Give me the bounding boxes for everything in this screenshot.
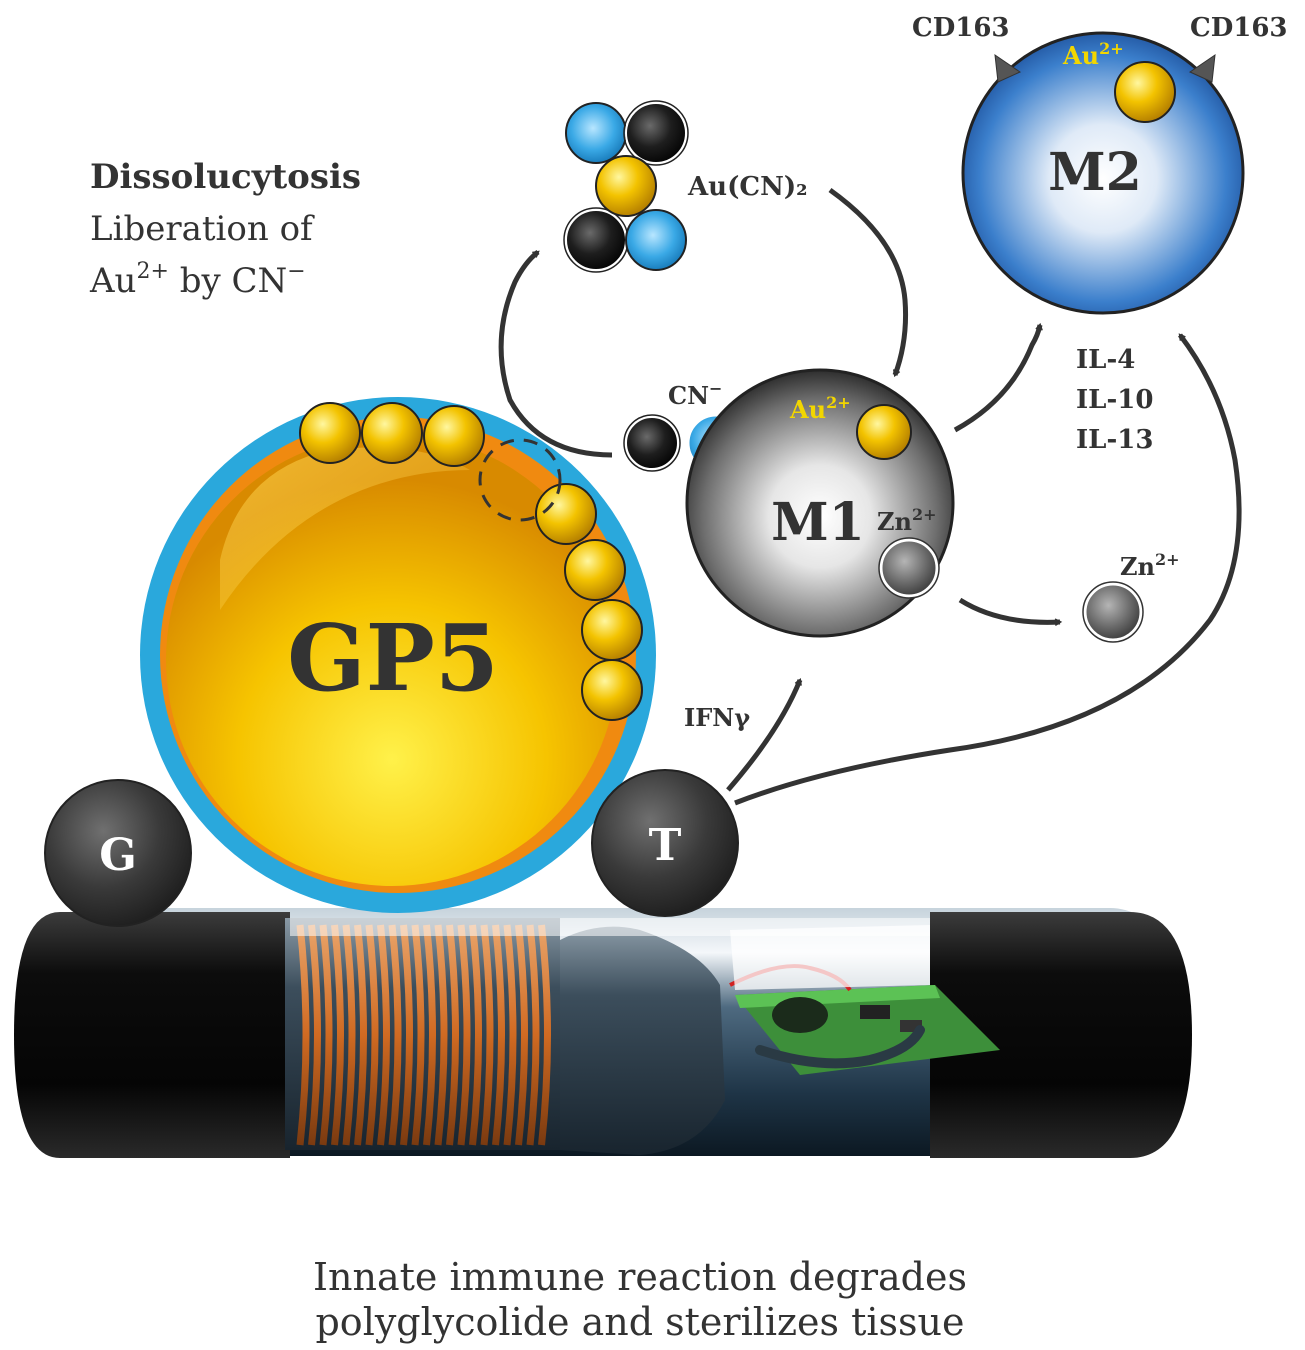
coil-winding <box>515 924 528 1146</box>
m2-au-label: Au2+ <box>1062 39 1124 70</box>
cd163-right-label: CD163 <box>1190 13 1288 43</box>
m1-zn-label: Zn2+ <box>877 505 937 536</box>
t-cell: T <box>591 769 739 917</box>
au-cn2-complex: Au(CN)₂ <box>563 100 808 273</box>
caption: Innate immune reaction degrades polyglyc… <box>313 1255 967 1344</box>
coil-winding <box>434 924 448 1146</box>
il4-label: IL-4 <box>1076 345 1135 375</box>
coil-winding <box>538 924 551 1146</box>
cn-label: CN− <box>668 379 722 410</box>
gp5-label: GP5 <box>287 604 499 712</box>
arrow-t-to-m1 <box>726 677 803 792</box>
coil-winding <box>354 924 367 1146</box>
arrow-aucn2-to-m1 <box>828 187 909 378</box>
dissolucytosis-heading: Dissolucytosis <box>90 157 361 197</box>
coil-winding <box>480 924 494 1146</box>
gp5-particle: GP5 <box>140 397 656 913</box>
coil-winding <box>331 924 344 1146</box>
arrow-m1-to-m2 <box>953 322 1043 433</box>
coil-winding <box>388 924 402 1146</box>
liberation-line2: Au2+ by CN− <box>89 259 306 301</box>
m1-label: M1 <box>771 492 865 553</box>
arrow-m1-to-zn <box>958 597 1063 627</box>
m1-au-label: Au2+ <box>789 393 851 424</box>
caption-line1: Innate immune reaction degrades <box>313 1255 967 1299</box>
liberation-line1: Liberation of <box>90 209 315 249</box>
ifn-gamma-label: IFNγ <box>684 703 750 732</box>
coil-winding <box>423 924 436 1146</box>
coil-winding <box>503 924 517 1146</box>
coil-winding <box>526 924 540 1146</box>
dissolucytosis-text: Dissolucytosis Liberation of Au2+ by CN− <box>89 157 361 301</box>
coil-winding <box>411 924 425 1146</box>
interleukins-list: IL-4 IL-10 IL-13 <box>1076 345 1153 455</box>
coil-winding <box>469 924 482 1146</box>
coil-winding <box>400 924 413 1146</box>
circuit-board <box>729 964 1000 1075</box>
free-zn-label: Zn2+ <box>1120 550 1180 581</box>
coil-winding <box>365 924 379 1146</box>
gp5-gold-particles <box>299 402 643 721</box>
coil-winding <box>296 924 310 1146</box>
coil-winding <box>377 924 390 1146</box>
coil-winding <box>492 924 505 1146</box>
free-zn-ion: Zn2+ <box>1082 550 1180 643</box>
cd163-receptor-right <box>1188 53 1216 83</box>
g-cell-label: G <box>99 830 137 881</box>
arrow-cn-to-aucn2 <box>498 250 613 458</box>
m1-macrophage: Au2+ M1 Zn2+ <box>685 368 955 638</box>
arrow-t-to-m2 <box>734 333 1242 806</box>
cd163-receptor-left <box>994 53 1022 83</box>
m2-macrophage: Au2+ M2 <box>961 31 1245 315</box>
coil-winding <box>446 924 459 1146</box>
arrows <box>498 187 1242 806</box>
t-cell-label: T <box>649 820 682 871</box>
implant-capsule <box>14 908 1192 1158</box>
coil-winding <box>319 924 333 1146</box>
copper-coil <box>296 924 551 1146</box>
caption-line2: polyglycolide and sterilizes tissue <box>315 1300 964 1344</box>
coil-winding <box>308 924 321 1146</box>
cd163-left-label: CD163 <box>912 13 1010 43</box>
g-cell: G <box>44 779 192 927</box>
il13-label: IL-13 <box>1076 425 1153 455</box>
coil-winding <box>457 924 471 1146</box>
au-cn2-label: Au(CN)₂ <box>687 172 808 202</box>
il10-label: IL-10 <box>1076 385 1153 415</box>
coil-winding <box>342 924 356 1146</box>
m2-label: M2 <box>1048 142 1142 203</box>
